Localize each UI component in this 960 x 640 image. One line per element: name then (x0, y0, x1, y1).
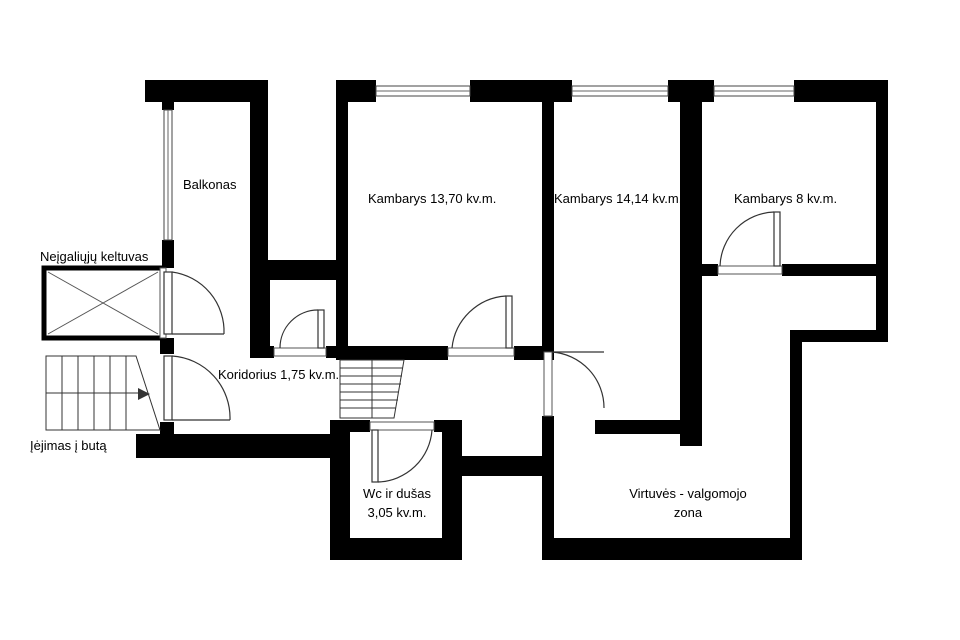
wall-wc-bottom (330, 538, 460, 560)
door-room3[interactable] (717, 211, 783, 275)
wall-left-stub-1 (162, 240, 174, 268)
wall-balcony-stub (162, 80, 174, 110)
stairs-center (339, 359, 405, 419)
door-wc[interactable] (369, 421, 435, 483)
wall-room2-right (680, 80, 702, 446)
wall-outer-right (876, 80, 888, 342)
wall-kitchen-left-top (542, 346, 554, 352)
wall-room1-top-a (336, 80, 376, 102)
label-lift: Neįgaliųjų keltuvas (40, 249, 149, 264)
wall-closet-bottom-b (326, 346, 348, 358)
label-wc-line2: 3,05 kv.m. (367, 505, 426, 520)
wall-top-left (145, 80, 268, 102)
wall-closet-left (250, 280, 270, 358)
wall-room1-bottom-a (336, 346, 448, 360)
wall-balcony-right (250, 80, 268, 280)
door-lift[interactable] (163, 271, 225, 335)
label-room-2: Kambarys 14,14 kv.m. (554, 191, 682, 206)
window-room3 (713, 85, 795, 97)
label-wc-line1: Wc ir dušas (363, 486, 431, 501)
wall-room3-bottom-a (700, 264, 718, 276)
wall-kitchen-stub (595, 420, 702, 434)
label-balcony: Balkonas (183, 177, 237, 192)
wall-room3-top (794, 80, 888, 102)
label-entrance: Įėjimas į butą (30, 438, 107, 453)
door-closet[interactable] (273, 309, 327, 357)
lift-shaft (41, 265, 167, 341)
window-room1 (375, 85, 471, 97)
wall-wc-kitchen-link (462, 456, 554, 476)
wall-entrance-bottom (136, 434, 350, 458)
window-room2 (571, 85, 669, 97)
wall-room1-top-b (470, 80, 572, 102)
walls (136, 80, 888, 560)
door-kitchen[interactable] (543, 351, 605, 417)
windows (163, 85, 795, 241)
wall-wc-top-right (434, 420, 462, 432)
wall-kitchen-left (542, 416, 554, 560)
label-kitchen-line1: Virtuvės - valgomojo (629, 486, 747, 501)
wall-kitchen-bottom (542, 538, 802, 560)
wall-wc-right (442, 420, 462, 560)
door-entrance[interactable] (163, 355, 231, 421)
wall-left-stub-3 (160, 422, 174, 436)
label-room-3: Kambarys 8 kv.m. (734, 191, 837, 206)
wall-room1-left (336, 80, 348, 358)
label-kitchen-line2: zona (674, 505, 703, 520)
wall-wc-top-left (330, 420, 370, 432)
stairs-left (45, 355, 161, 431)
door-room1[interactable] (447, 295, 515, 357)
wall-closet-bottom-a (250, 346, 274, 358)
wall-room3-bottom-b (782, 264, 888, 276)
label-corridor: Koridorius 1,75 kv.m. (218, 367, 339, 382)
window-balcony (163, 109, 173, 241)
room-labels: Balkonas Kambarys 13,70 kv.m. Kambarys 1… (30, 177, 837, 520)
wall-right-step (790, 330, 888, 342)
wall-left-stub-2 (160, 338, 174, 354)
wall-kitchen-right (790, 330, 802, 560)
wall-room1-right (542, 80, 554, 360)
label-room-1: Kambarys 13,70 kv.m. (368, 191, 496, 206)
wall-notch-horizontal (250, 260, 340, 280)
